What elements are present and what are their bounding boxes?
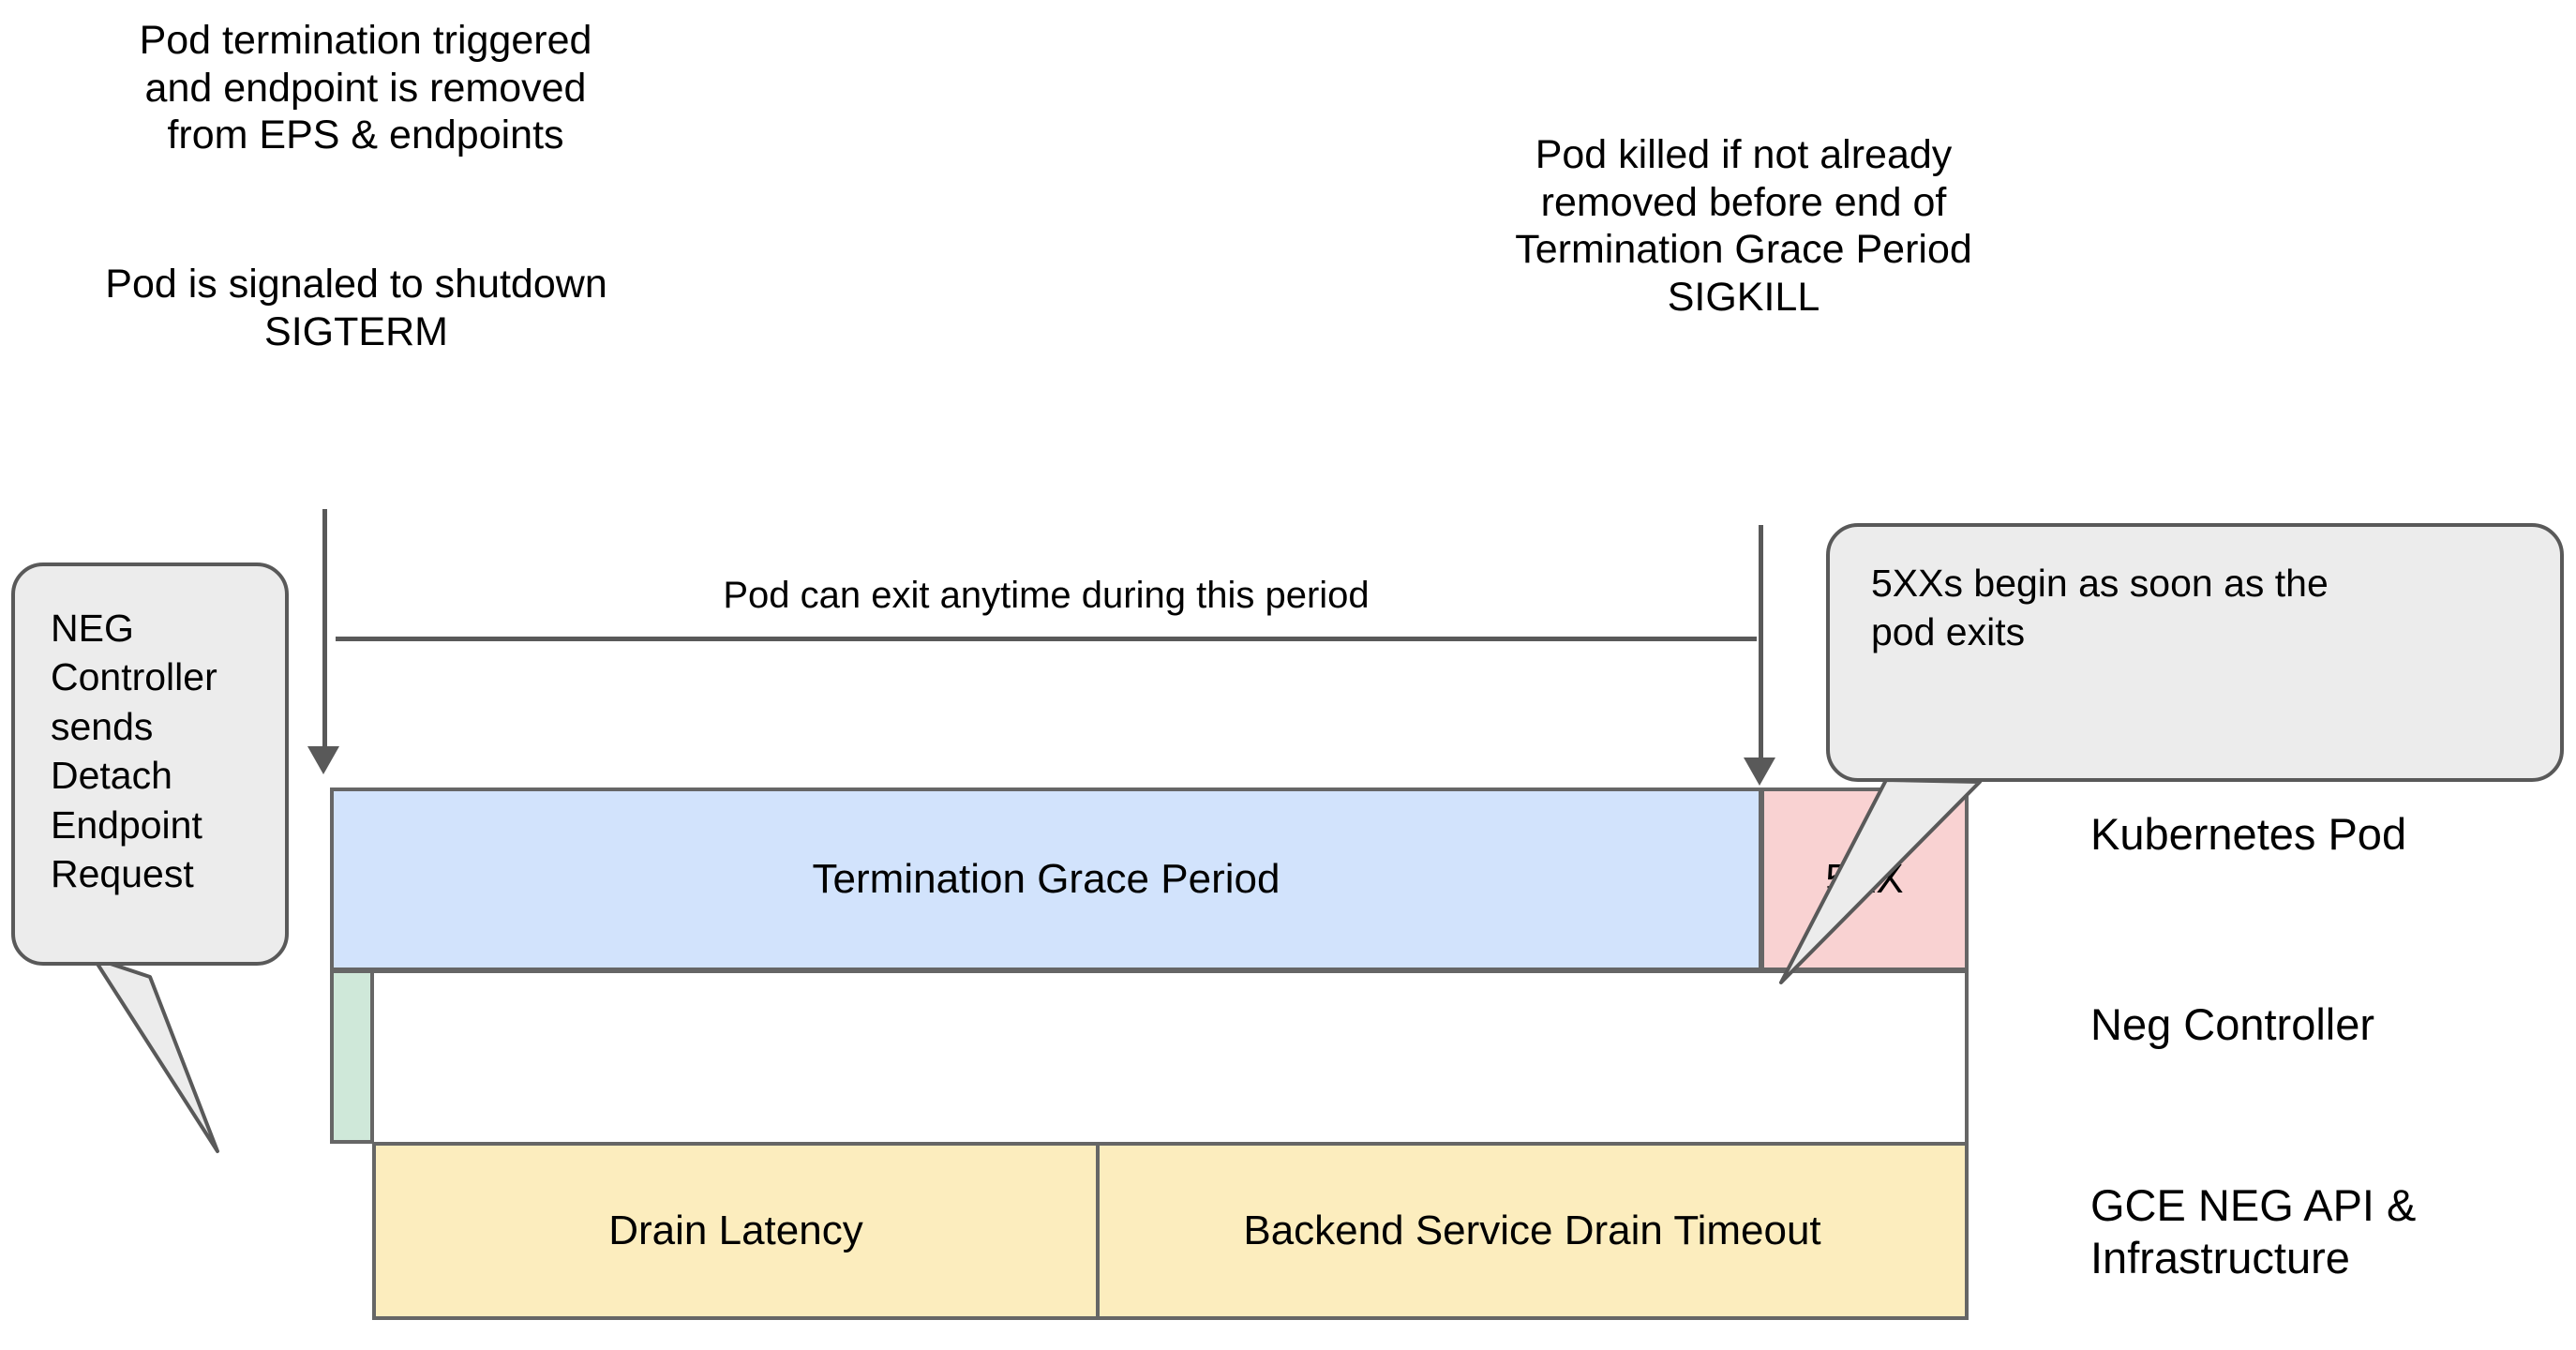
lane-label-neg-controller: Neg Controller	[2090, 999, 2375, 1049]
timeline-start-arrow-line	[322, 509, 327, 748]
lane-label-kubernetes-pod: Kubernetes Pod	[2090, 809, 2407, 859]
bar-neg-detach-endpoint	[330, 969, 374, 1144]
callout-neg-controller: NEG Controller sends Detach Endpoint Req…	[11, 562, 289, 966]
bar-drain-latency: Drain Latency	[372, 1142, 1100, 1320]
timeline-span-line	[336, 637, 1757, 641]
note-pod-signaled-sigterm: Pod is signaled to shutdown SIGTERM	[105, 262, 607, 354]
bar-backend-service-drain-timeout: Backend Service Drain Timeout	[1096, 1142, 1969, 1320]
note-pod-termination-triggered: Pod termination triggered and endpoint i…	[139, 18, 592, 158]
timeline-end-arrow-head-icon	[1744, 758, 1775, 786]
timeline-span-label: Pod can exit anytime during this period	[723, 575, 1370, 616]
bar-5xx: 5XX	[1760, 788, 1969, 971]
lane-label-gce-neg-api: GCE NEG API & Infrastructure	[2090, 1180, 2417, 1283]
lane-neg-controller-area	[372, 969, 1969, 1144]
note-pod-killed-sigkill: Pod killed if not already removed before…	[1515, 132, 1972, 321]
callout-5xx-begin: 5XXs begin as soon as the pod exits	[1826, 523, 2564, 782]
timeline-start-arrow-head-icon	[307, 746, 339, 774]
bar-termination-grace-period: Termination Grace Period	[330, 788, 1762, 971]
timeline-end-arrow-line	[1759, 525, 1763, 759]
